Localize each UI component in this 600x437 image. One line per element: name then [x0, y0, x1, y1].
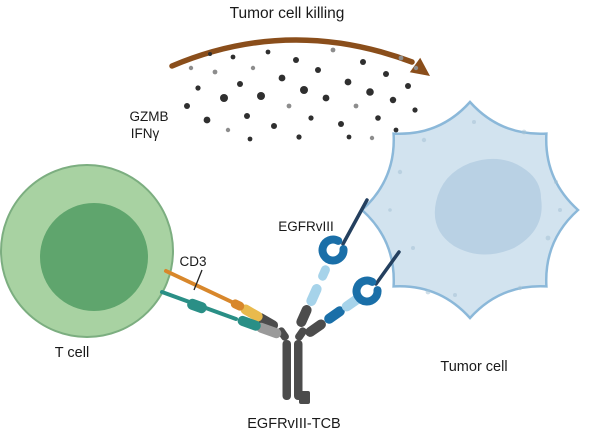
- fc-knob: [299, 391, 310, 404]
- tcb-antibody: [230, 235, 382, 404]
- t-cell-label: T cell: [55, 345, 89, 361]
- arrow-curve: [169, 37, 415, 69]
- egfrviii-binding-arm-upper: [296, 235, 348, 327]
- cd3-pointer-line: [193, 269, 203, 291]
- binder-hook-right: [352, 276, 382, 306]
- ifng-label: IFNγ: [131, 126, 160, 141]
- tumor-cell: [360, 100, 580, 320]
- tumor-cell-nucleus: [434, 158, 542, 255]
- killing-arrow: [169, 37, 430, 76]
- arrow-head: [409, 57, 430, 76]
- cd3-label: CD3: [179, 254, 206, 269]
- egfrviii-label: EGFRvIII: [278, 219, 334, 234]
- granzyme-particles: [184, 47, 419, 142]
- t-cell: [0, 164, 174, 338]
- gzmb-label: GZMB: [130, 109, 169, 124]
- tcb-label: EGFRvIII-TCB: [247, 416, 340, 432]
- diagram-title: Tumor cell killing: [230, 5, 345, 22]
- cd3-receptor-box: [187, 298, 207, 314]
- egfrviii-binding-arm-right: [305, 276, 382, 337]
- egfrviii-antigen-right: [374, 250, 401, 286]
- tumor-cell-speckles: [388, 120, 562, 297]
- cd3-binding-arm: [230, 299, 282, 339]
- fc-stem: [277, 327, 310, 404]
- egfrviii-antigen-upper: [341, 198, 369, 246]
- t-cell-nucleus: [40, 203, 148, 311]
- cd3-chain-orange: [164, 269, 236, 305]
- cd3-receptor-complex: [160, 269, 238, 321]
- binder-hook-upper: [318, 235, 348, 265]
- tumor-cell-label: Tumor cell: [440, 359, 507, 375]
